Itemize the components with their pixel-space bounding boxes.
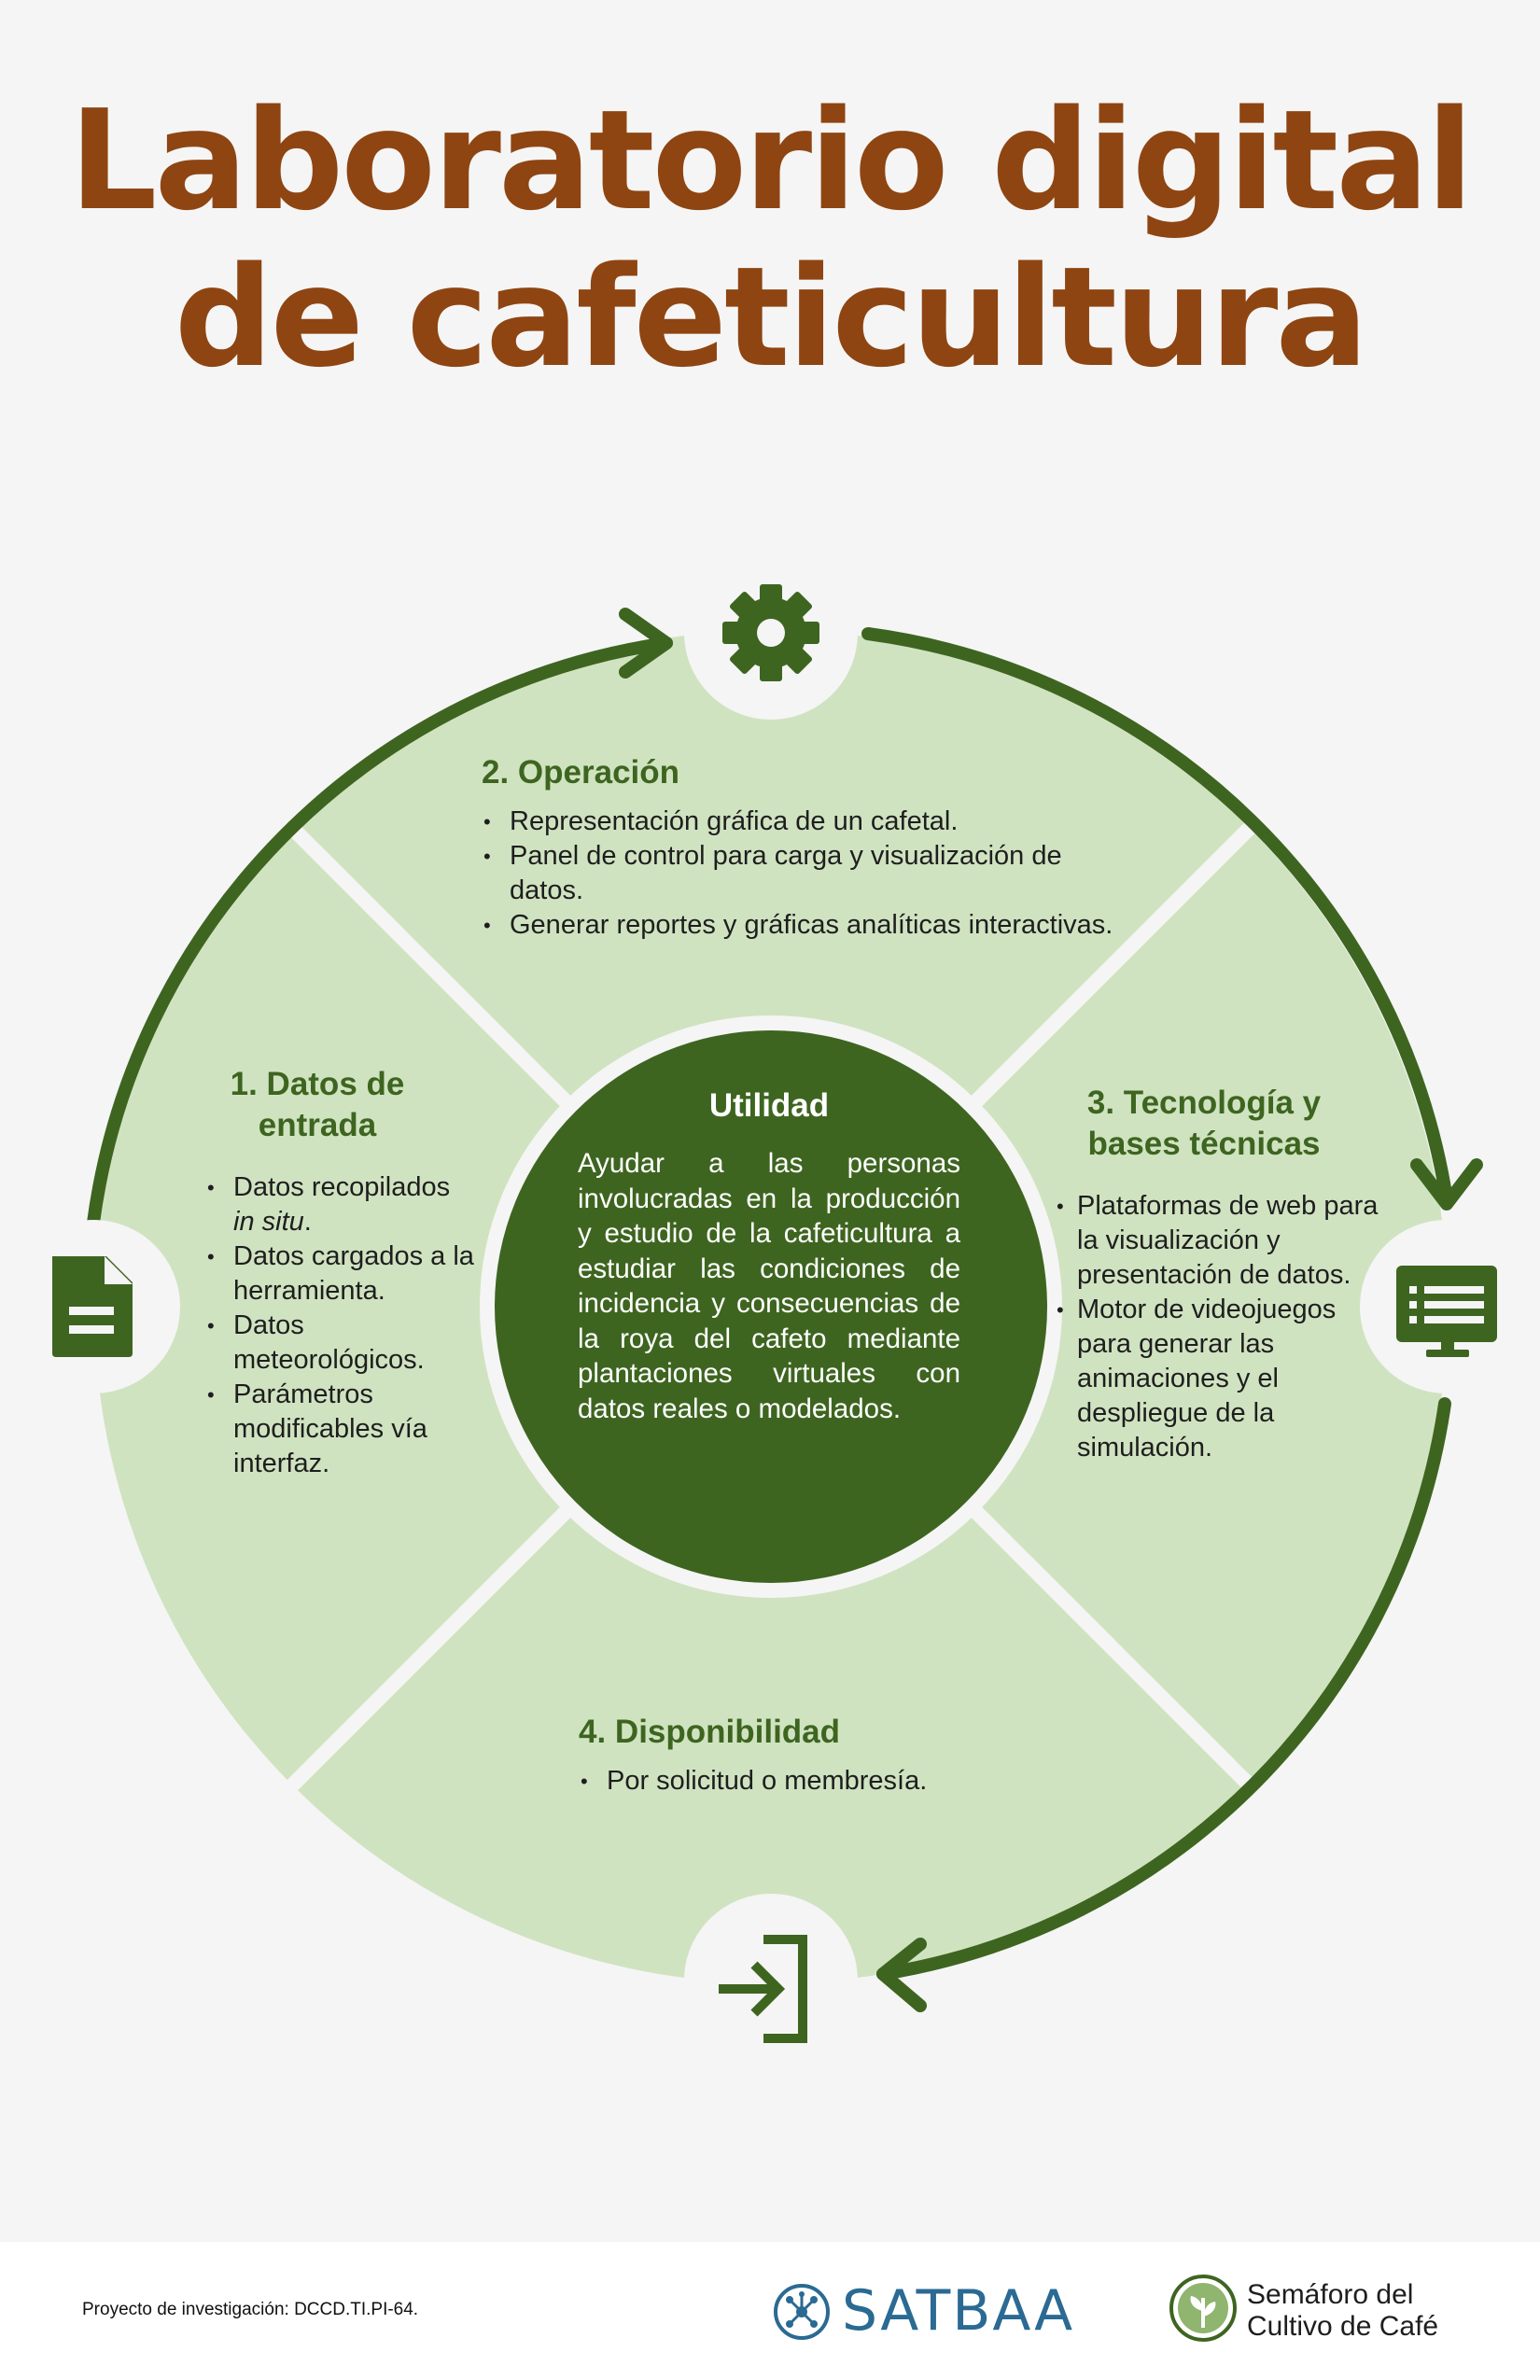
center-heading: Utilidad [708, 1087, 830, 1124]
plant-badge-icon [1169, 2275, 1237, 2342]
cycle-arc-right-bottom [876, 1397, 1451, 1981]
cycle-arc-top-right [861, 627, 1453, 1206]
arrowhead-bottom [876, 1938, 927, 2012]
section-title: 3. Tecnología y bases técnicas [1086, 1085, 1322, 1162]
list-item: Panel de control para carga y visualizac… [482, 839, 1116, 908]
section-disponibilidad: 4. Disponibilidad Por solicitud o membre… [579, 1712, 1064, 1799]
document-icon [52, 1256, 133, 1357]
list-item: Parámetros modificables vía interfaz. [205, 1378, 476, 1481]
bullet-list: Datos recopilados in situ. Datos cargado… [205, 1170, 476, 1481]
title-line-1: Laboratorio digital [69, 80, 1474, 241]
login-arrow-icon [719, 1935, 807, 2043]
list-item: Datos meteorológicos. [205, 1309, 476, 1378]
arrowhead-right [1410, 1158, 1483, 1211]
list-window-icon [1396, 1266, 1497, 1357]
center-utilidad: Utilidad Ayudar a las personas involucra… [480, 1045, 1058, 1605]
semaforo-logo-text: Semáforo del Cultivo de Café [1247, 2279, 1490, 2343]
bullet-list: Por solicitud o membresía. [579, 1764, 1064, 1799]
satbaa-logo-text: SATBAA [842, 2278, 1075, 2344]
list-item-suffix: . [303, 1207, 312, 1237]
section-title: 1. Datos de entrada [230, 1066, 405, 1143]
section-operacion: 2. Operación Representación gráfica de u… [482, 752, 1116, 943]
bullet-list: Plataformas de web para la visualización… [1055, 1189, 1381, 1465]
list-item: Representación gráfica de un cafetal. [482, 805, 1116, 839]
list-item: Generar reportes y gráficas analíticas i… [482, 908, 1116, 943]
arrowhead-top [619, 608, 673, 679]
list-item: Datos cargados a la herramienta. [205, 1239, 476, 1309]
section-tecnologia: 3. Tecnología y bases técnicas Plataform… [1055, 1083, 1381, 1465]
list-item: Motor de videojuegos para generar las an… [1055, 1293, 1381, 1465]
gear-icon [722, 584, 819, 681]
list-item: Datos recopilados in situ. [205, 1170, 476, 1239]
center-circle [495, 1030, 1047, 1583]
section-title: 2. Operación [482, 754, 680, 791]
title-line-2: de cafeticultura [174, 237, 1368, 398]
page-title: Laboratorio digital de cafeticultura [0, 82, 1540, 396]
list-item-text: Datos recopilados [233, 1172, 451, 1202]
center-text: Ayudar a las personas involucradas en la… [578, 1148, 960, 1424]
bullet-list: Representación gráfica de un cafetal. Pa… [482, 805, 1116, 943]
network-icon [774, 2284, 830, 2340]
list-item: Por solicitud o membresía. [579, 1764, 1064, 1799]
project-code: Proyecto de investigación: DCCD.TI.PI-64… [82, 2300, 419, 2319]
semaforo-line-2: Cultivo de Café [1247, 2311, 1439, 2342]
cycle-arc-left-top [87, 637, 673, 1229]
list-item: Plataformas de web para la visualización… [1055, 1189, 1381, 1293]
semaforo-line-1: Semáforo del [1247, 2279, 1414, 2310]
list-item-emphasis: in situ [233, 1207, 304, 1237]
section-datos-entrada: 1. Datos de entrada Datos recopilados in… [205, 1064, 476, 1481]
section-title: 4. Disponibilidad [579, 1714, 841, 1750]
footer: Proyecto de investigación: DCCD.TI.PI-64… [0, 2242, 1540, 2380]
